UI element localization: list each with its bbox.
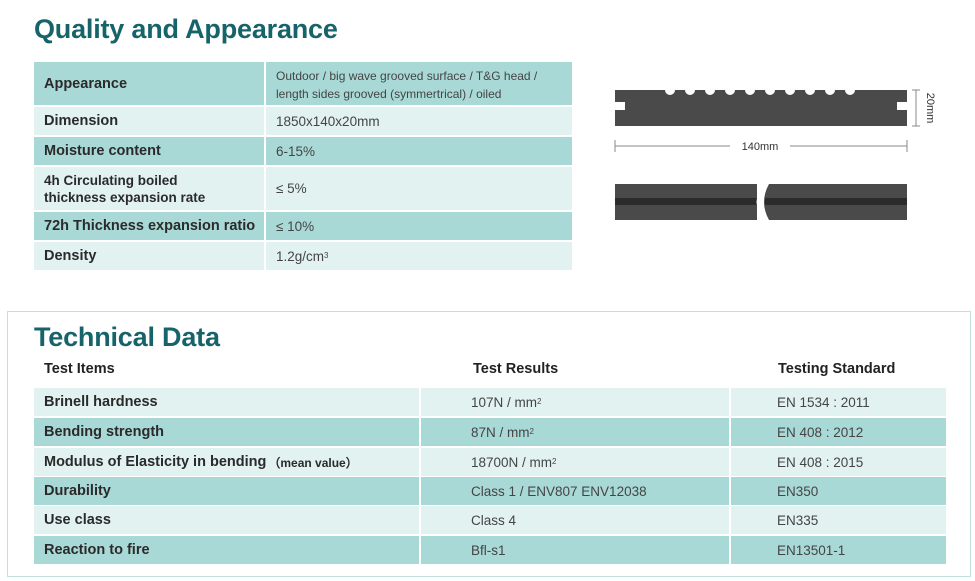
quality-title: Quality and Appearance [34, 14, 338, 44]
test-standard: EN 408 : 2012 [731, 418, 946, 446]
test-standard: EN13501-1 [731, 536, 946, 564]
test-item: Brinell hardness [34, 388, 419, 416]
label-line: 4h Circulating boiled [44, 172, 178, 188]
table-row: Dimension 1850x140x20mm [34, 107, 572, 135]
board-profile-diagram: 20mm 140mm [614, 89, 936, 220]
row-label: Density [34, 242, 264, 270]
tongue-joint [756, 188, 767, 216]
technical-title: Technical Data [34, 322, 220, 352]
row-label: 72h Thickness expansion ratio [34, 212, 264, 240]
table-row: Use class Class 4 EN335 [34, 506, 946, 534]
test-item: Durability [34, 477, 419, 505]
header-testing-standard: Testing Standard [778, 361, 896, 377]
item-text: Modulus of Elasticity in bending [44, 454, 267, 470]
label-line: thickness expansion rate [44, 189, 206, 205]
test-item: Bending strength [34, 418, 419, 446]
test-item: Use class [34, 506, 419, 534]
test-standard: EN335 [731, 506, 946, 534]
row-label: Appearance [34, 62, 264, 105]
result-text: 18700N / mm [471, 454, 553, 470]
width-label: 140mm [742, 141, 779, 153]
quality-table: Appearance Outdoor / big wave grooved su… [34, 62, 572, 272]
header-test-items: Test Items [44, 361, 115, 377]
table-row: 72h Thickness expansion ratio ≤ 10% [34, 212, 572, 240]
row-value: 1850x140x20mm [266, 107, 572, 135]
table-row: Reaction to fire Bfl-s1 EN13501-1 [34, 536, 946, 564]
row-label: Moisture content [34, 137, 264, 165]
table-row: Modulus of Elasticity in bending（mean va… [34, 448, 946, 476]
technical-frame [7, 311, 971, 577]
table-row: Durability Class 1 / ENV807 ENV12038 EN3… [34, 477, 946, 505]
height-label: 20mm [924, 93, 936, 124]
test-item: Reaction to fire [34, 536, 419, 564]
row-label: Dimension [34, 107, 264, 135]
result-text: 87N / mm [471, 424, 530, 440]
row-label: 4h Circulating boiled thickness expansio… [34, 167, 264, 210]
value-text: 1.2g/cm [276, 248, 325, 264]
item-note: （mean value） [268, 455, 358, 470]
board-top-profile [615, 90, 907, 126]
test-result: Class 1 / ENV807 ENV12038 [421, 477, 729, 505]
row-value: 6-15% [266, 137, 572, 165]
test-result: Bfl-s1 [421, 536, 729, 564]
table-row: 4h Circulating boiled thickness expansio… [34, 167, 572, 210]
board-right-core [765, 198, 907, 205]
test-standard: EN 1534 : 2011 [731, 388, 946, 416]
table-row: Moisture content 6-15% [34, 137, 572, 165]
board-left-core [615, 198, 757, 205]
row-value: Outdoor / big wave grooved surface / T&G… [266, 62, 572, 105]
row-value: ≤ 10% [266, 212, 572, 240]
value-line: Outdoor / big wave grooved surface / T&G… [276, 68, 538, 83]
test-standard: EN350 [731, 477, 946, 505]
value-line: length sides grooved (symmertrical) / oi… [276, 86, 502, 101]
row-value: ≤ 5% [266, 167, 572, 210]
test-item: Modulus of Elasticity in bending（mean va… [34, 448, 419, 476]
test-result: Class 4 [421, 506, 729, 534]
test-standard: EN 408 : 2015 [731, 448, 946, 476]
header-test-results: Test Results [473, 361, 559, 377]
table-row: Appearance Outdoor / big wave grooved su… [34, 62, 572, 105]
result-text: 107N / mm [471, 394, 538, 410]
